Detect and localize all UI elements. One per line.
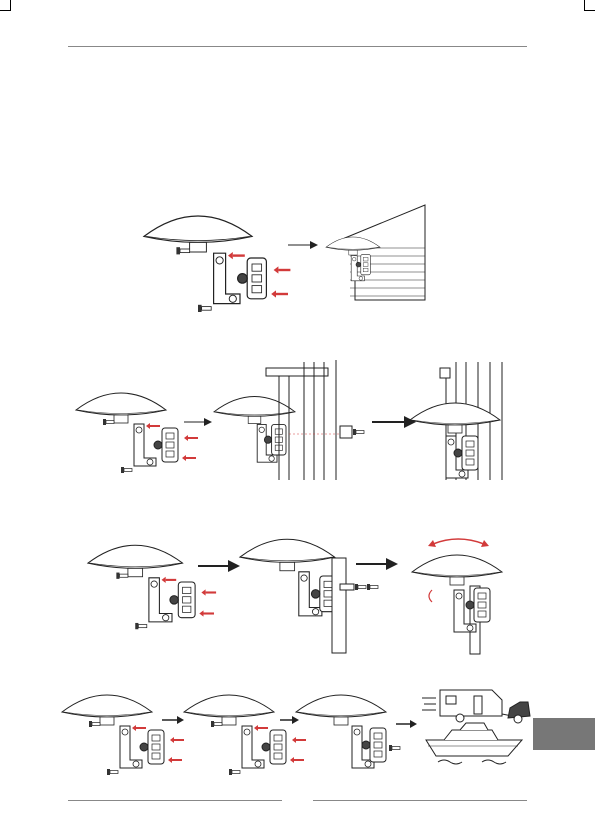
arrow-right-icon	[288, 241, 318, 249]
antenna-assembly-step2	[214, 397, 295, 463]
antenna-assembly-step2	[240, 539, 337, 616]
antenna-on-railing	[410, 403, 500, 478]
arrow-right-icon	[372, 416, 416, 428]
waves-icon	[438, 760, 506, 764]
arrow-right-icon	[162, 716, 184, 724]
wall-mount-figure	[140, 200, 430, 310]
arrow-right-icon	[198, 560, 240, 572]
crop-mark-top-left	[0, 0, 11, 11]
pole-clamp	[340, 584, 378, 590]
arrow-right-icon	[184, 418, 212, 426]
chapter-tab	[533, 718, 595, 750]
antenna-assembly-step3	[296, 695, 400, 768]
footer-rule-left	[68, 800, 282, 801]
antenna-on-pole	[412, 555, 502, 654]
crop-mark-top-right	[584, 0, 595, 11]
vehicle-mount-figure	[62, 680, 532, 780]
arrow-right-icon	[356, 558, 398, 570]
header-rule	[68, 46, 527, 47]
arrow-right-icon	[396, 720, 417, 728]
antenna-assembly-step1	[76, 393, 198, 473]
railing-posts-left	[266, 360, 344, 480]
footer-rule-right	[313, 800, 527, 801]
caravan-icon	[422, 690, 512, 722]
arrow-right-icon	[280, 716, 299, 724]
railing-mount-figure	[74, 360, 524, 485]
clamp-plate	[340, 426, 364, 438]
antenna-assembly-step1	[62, 695, 184, 775]
antenna-assembly-step1	[88, 545, 216, 629]
pole-icon	[332, 558, 346, 653]
boat-icon	[426, 723, 522, 756]
antenna-assembly-exploded	[144, 216, 290, 312]
car-icon	[508, 702, 530, 723]
antenna-assembly-step2	[184, 695, 306, 775]
pole-mount-figure	[88, 528, 508, 653]
